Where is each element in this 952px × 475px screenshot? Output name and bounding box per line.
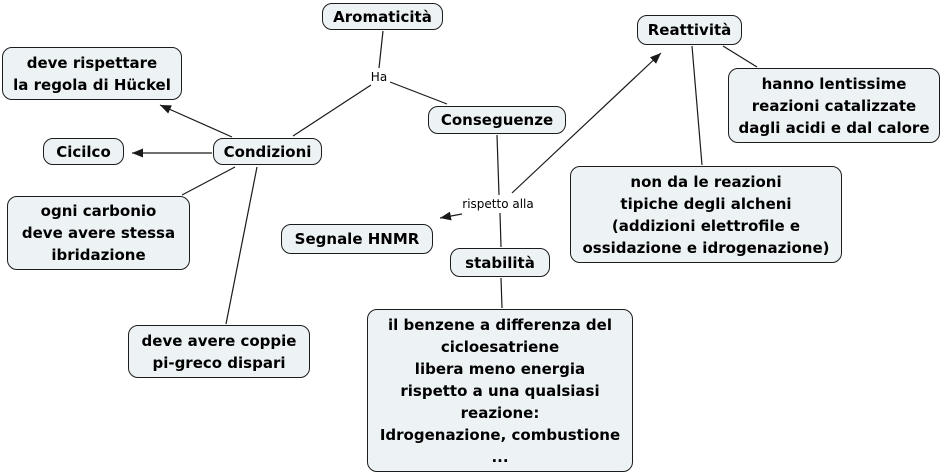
edge-condizioni-ogni_carbonio[interactable]: [181, 166, 236, 196]
concept-node-hanno-lentissime-reazioni[interactable]: hanno lentissime reazioni catalizzate da…: [728, 68, 940, 143]
edge-aromaticita-ha[interactable]: [378, 30, 384, 69]
edge-condizioni-deve_avere_coppie[interactable]: [225, 166, 258, 325]
edge-ha-condizioni[interactable]: [292, 84, 372, 137]
edge-rispetto_alla-reattivita[interactable]: [511, 52, 662, 194]
concept-node-segnale-hnmr[interactable]: Segnale HNMR: [281, 224, 433, 254]
concept-node-conseguenze[interactable]: Conseguenze: [428, 106, 566, 134]
edge-ha-conseguenze[interactable]: [389, 81, 448, 105]
edge-rispetto_alla-segnale_hnmr[interactable]: [439, 211, 463, 221]
concept-node-ogni-carbonio-ibridazione[interactable]: ogni carbonio deve avere stessa ibridazi…: [7, 196, 190, 270]
concept-node-deve-rispettare-huckel[interactable]: deve rispettare la regola di Hückel: [2, 47, 182, 100]
concept-node-cicilco[interactable]: Cicilco: [43, 138, 124, 165]
edge-reattivita-hanno_lentissime[interactable]: [722, 45, 758, 68]
concept-node-aromaticita[interactable]: Aromaticità: [322, 3, 443, 30]
edge-condizioni-deve_rispettare[interactable]: [159, 104, 233, 138]
concept-node-coppie-pi-greco[interactable]: deve avere coppie pi-greco dispari: [128, 325, 310, 378]
edge-conseguenze-rispetto_alla[interactable]: [496, 134, 500, 196]
edge-reattivita-non_da[interactable]: [691, 45, 703, 166]
concept-node-reattivita[interactable]: Reattività: [637, 15, 742, 45]
link-label-rispetto-alla[interactable]: rispetto alla: [459, 197, 537, 211]
edge-stabilita-benzene[interactable]: [500, 277, 503, 309]
link-label-ha[interactable]: Ha: [367, 70, 391, 84]
concept-node-benzene-energia[interactable]: il benzene a differenza del cicloesatrie…: [367, 309, 633, 472]
edge-rispetto_alla-stabilita[interactable]: [499, 212, 502, 248]
concept-node-non-da-reazioni-alcheni[interactable]: non da le reazioni tipiche degli alcheni…: [570, 166, 842, 263]
concept-node-stabilita[interactable]: stabilità: [450, 248, 550, 277]
concept-node-condizioni[interactable]: Condizioni: [213, 138, 322, 165]
